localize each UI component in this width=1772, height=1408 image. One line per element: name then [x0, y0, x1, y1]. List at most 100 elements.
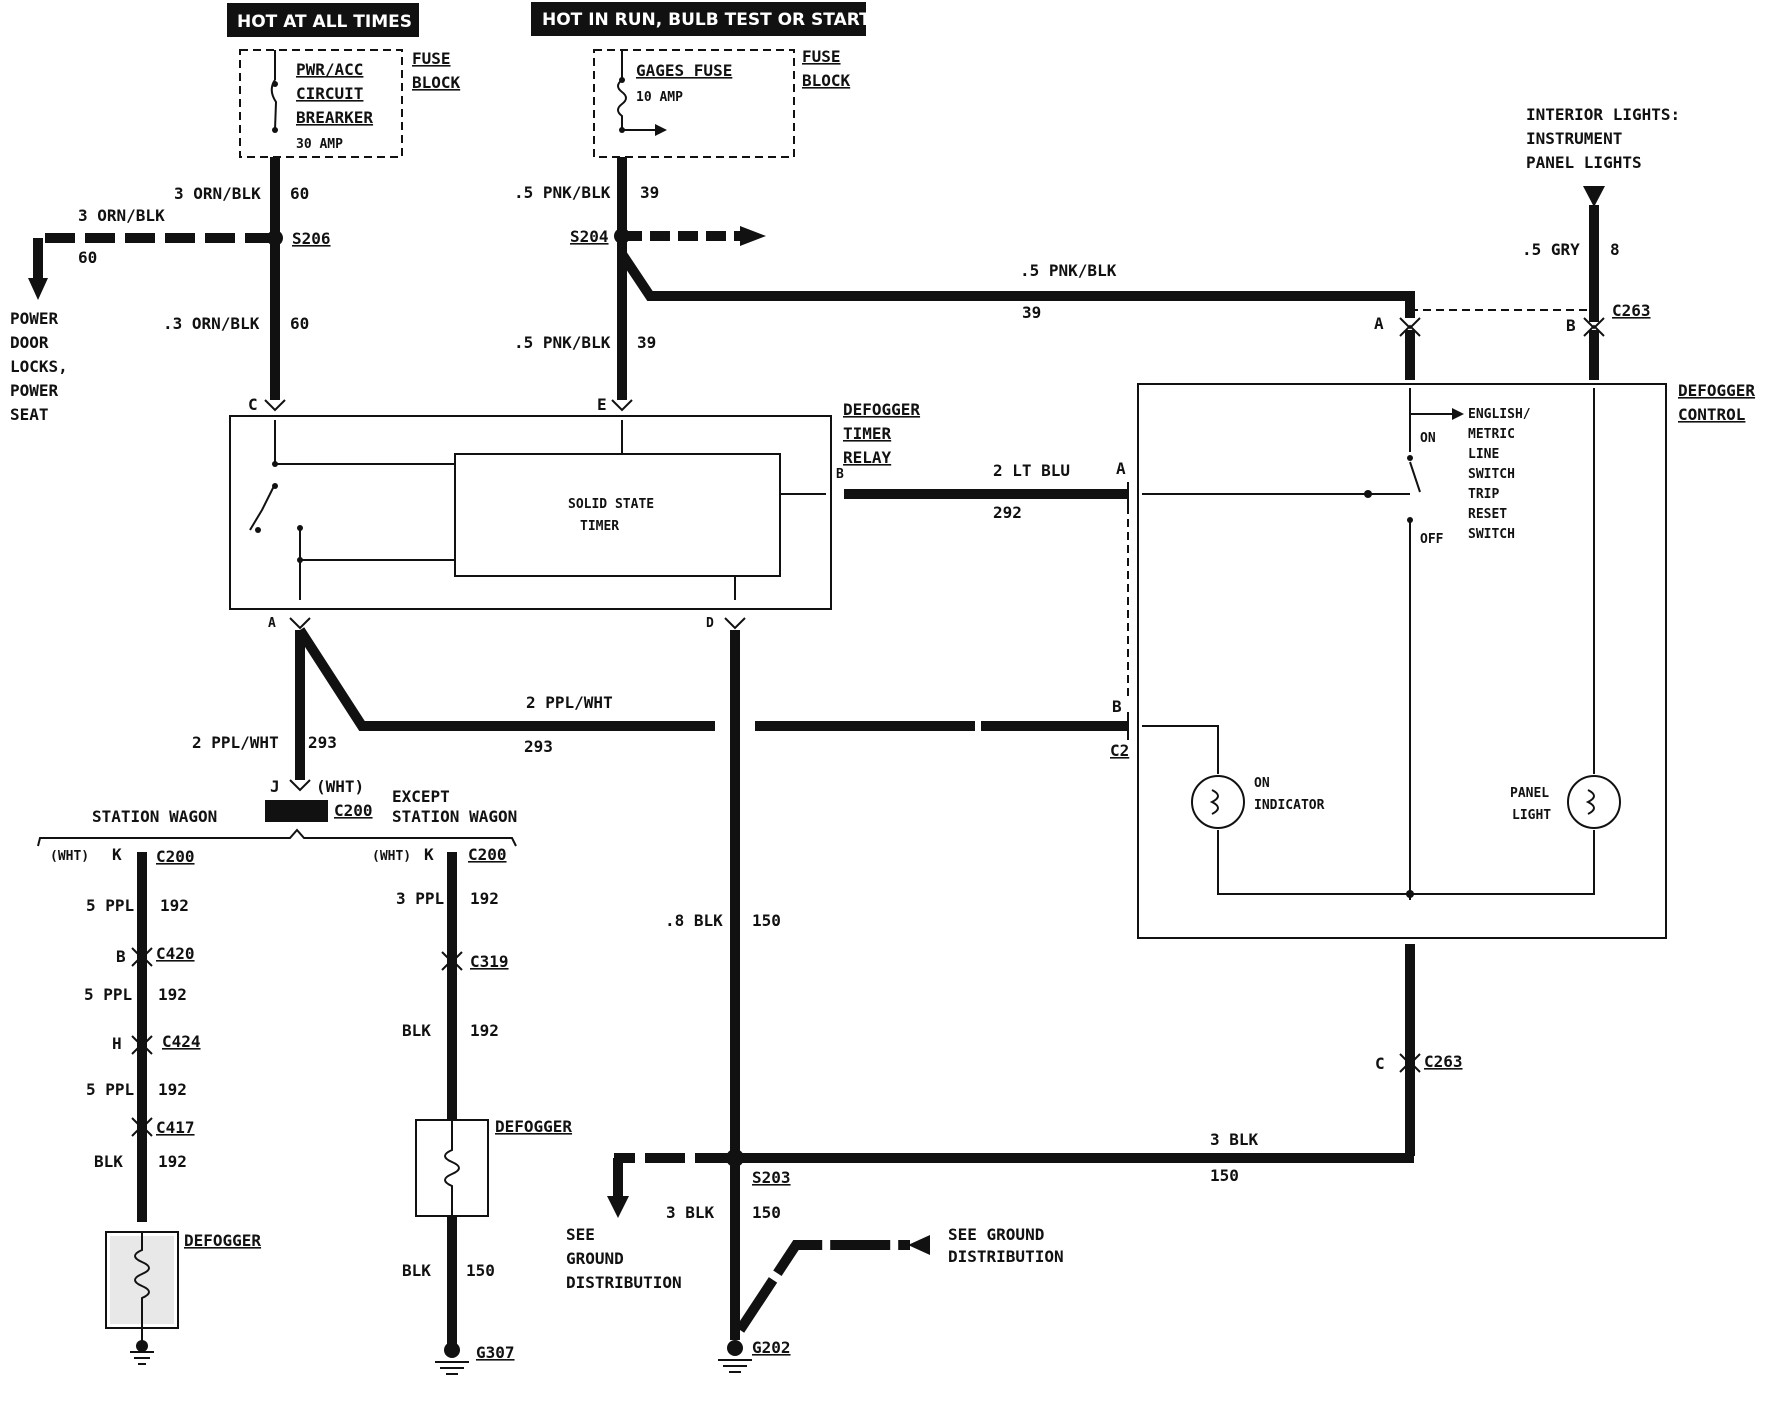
wire-150-b-size: 3 BLK [1210, 1130, 1259, 1149]
see-ground-1: SEE [566, 1225, 595, 1244]
on-indicator-1: ON [1254, 776, 1270, 791]
ex-c-num: 150 [466, 1261, 495, 1280]
switch-off-contact [1407, 517, 1413, 523]
breaker-rating: 30 AMP [296, 137, 343, 152]
g307-ground-node [444, 1342, 460, 1358]
see-ground-arrow-right [908, 1235, 930, 1255]
wire-60-a-num: 60 [290, 184, 309, 203]
switch-off-label: OFF [1420, 532, 1444, 547]
power-door-locks-arrow [28, 278, 48, 300]
fuse-block-left-1: FUSE [412, 49, 451, 68]
ex-b-num: 192 [470, 1021, 499, 1040]
panel-light-2: LIGHT [1512, 808, 1551, 823]
sw-a-num: 192 [160, 896, 189, 915]
wire-39-a-num: 39 [640, 183, 659, 202]
wire-150-a-num: 150 [752, 911, 781, 930]
wire-150-b-num: 150 [1210, 1166, 1239, 1185]
power-door-locks-4: POWER [10, 381, 59, 400]
wire-150-c-size: 3 BLK [666, 1203, 715, 1222]
sw-b-num: 192 [158, 985, 187, 1004]
defogger-timer-relay [229, 415, 832, 610]
wire-gry-num: 8 [1610, 240, 1620, 259]
relay-pin-b: B [836, 467, 844, 482]
panel-light-return [1410, 830, 1595, 895]
control-switch-branch-arrow [1452, 408, 1464, 420]
switch-on-label: ON [1420, 431, 1436, 446]
splice-s203-label: S203 [752, 1168, 791, 1187]
c263-bottom-label: C263 [1424, 1052, 1463, 1071]
wire-pnk-blk-to-control [617, 236, 1415, 318]
g307-ground-icon [435, 1361, 469, 1375]
wire-39-b-num: 39 [1022, 303, 1041, 322]
breaker-name-1: PWR/ACC [296, 60, 363, 79]
relay-contact-2 [272, 483, 278, 489]
relay-pin-a: A [268, 616, 276, 631]
c200-wht-label: (WHT) [316, 777, 364, 796]
breaker-name-2: CIRCUIT [296, 84, 363, 103]
gages-fuse-rating: 10 AMP [636, 90, 683, 105]
ex-a-size: 3 PPL [396, 889, 444, 908]
c417-connector [131, 1117, 153, 1137]
wire-150-a-size: .8 BLK [665, 911, 723, 930]
c420-pin-b: B [116, 947, 126, 966]
ex-c200-pin-k: K [424, 845, 434, 864]
c319-connector [441, 951, 463, 971]
g202-ground-icon [718, 1359, 752, 1373]
gages-fuse-branch-arrow [655, 124, 667, 136]
control-pin-b: B [1112, 697, 1122, 716]
wire-60-b-num: 60 [78, 248, 97, 267]
ex-defogger-element [444, 1120, 460, 1216]
c263-c-connector [1399, 1053, 1421, 1073]
hot-in-run-box [531, 2, 866, 36]
wire-293-a-size: 2 PPL/WHT [526, 693, 613, 712]
wire-ppl-wht-diagonal [295, 627, 715, 731]
c200-j-connector [289, 779, 311, 792]
c200-connector-body [265, 800, 328, 822]
pwr-acc-fuse-block [239, 49, 403, 158]
wire-gry-size: .5 GRY [1522, 240, 1580, 259]
relay-pin-e-connector [611, 399, 633, 412]
switch-label-4: SWITCH [1468, 467, 1515, 482]
fuse-block-center-2: BLOCK [802, 71, 851, 90]
c424-connector [131, 1035, 153, 1055]
wire-39-c-num: 39 [637, 333, 656, 352]
c200-pin-j: J [270, 777, 280, 796]
wire-293-b-num: 293 [308, 733, 337, 752]
sw-c200-wht: (WHT) [50, 849, 89, 864]
wire-60-b-size: 3 ORN/BLK [78, 206, 165, 225]
except-station-wagon-2: STATION WAGON [392, 807, 517, 826]
relay-pin-c: C [248, 395, 258, 414]
hot-in-run-label: HOT IN RUN, BULB TEST OR START [542, 10, 871, 30]
ex-defogger-label: DEFOGGER [495, 1117, 572, 1136]
power-door-locks-1: POWER [10, 309, 59, 328]
splice-s204-label: S204 [570, 227, 609, 246]
c263-pin-a: A [1374, 314, 1384, 333]
c263-a-connector [1399, 317, 1421, 337]
g307-label: G307 [476, 1343, 515, 1362]
on-indicator-2: INDICATOR [1254, 798, 1325, 813]
on-indicator-filament [1209, 789, 1219, 815]
c420-connector [131, 947, 153, 967]
see-ground-2: GROUND [566, 1249, 624, 1268]
c200-main-label: C200 [334, 801, 373, 820]
fuse-block-center-1: FUSE [802, 47, 841, 66]
relay-contact-3 [255, 527, 261, 533]
splice-s206-label: S206 [292, 229, 331, 248]
relay-label-3: RELAY [843, 448, 892, 467]
sw-defogger-element [134, 1232, 150, 1328]
control-ground-junction [1406, 890, 1414, 898]
breaker-terminal-top [272, 81, 278, 87]
interior-lights-2: INSTRUMENT [1526, 129, 1622, 148]
on-indicator-return [1217, 830, 1410, 895]
ex-c200-wht: (WHT) [372, 849, 411, 864]
breaker-symbol [270, 79, 278, 131]
relay-contact-1 [272, 461, 278, 467]
solid-state-timer [454, 453, 781, 577]
sw-a-size: 5 PPL [86, 896, 134, 915]
wire-292-num: 292 [993, 503, 1022, 522]
gages-fuse-symbol [617, 79, 627, 130]
sw-defogger-label: DEFOGGER [184, 1231, 261, 1250]
see-ground-3: DISTRIBUTION [566, 1273, 682, 1292]
power-door-locks-3: LOCKS, [10, 357, 68, 376]
